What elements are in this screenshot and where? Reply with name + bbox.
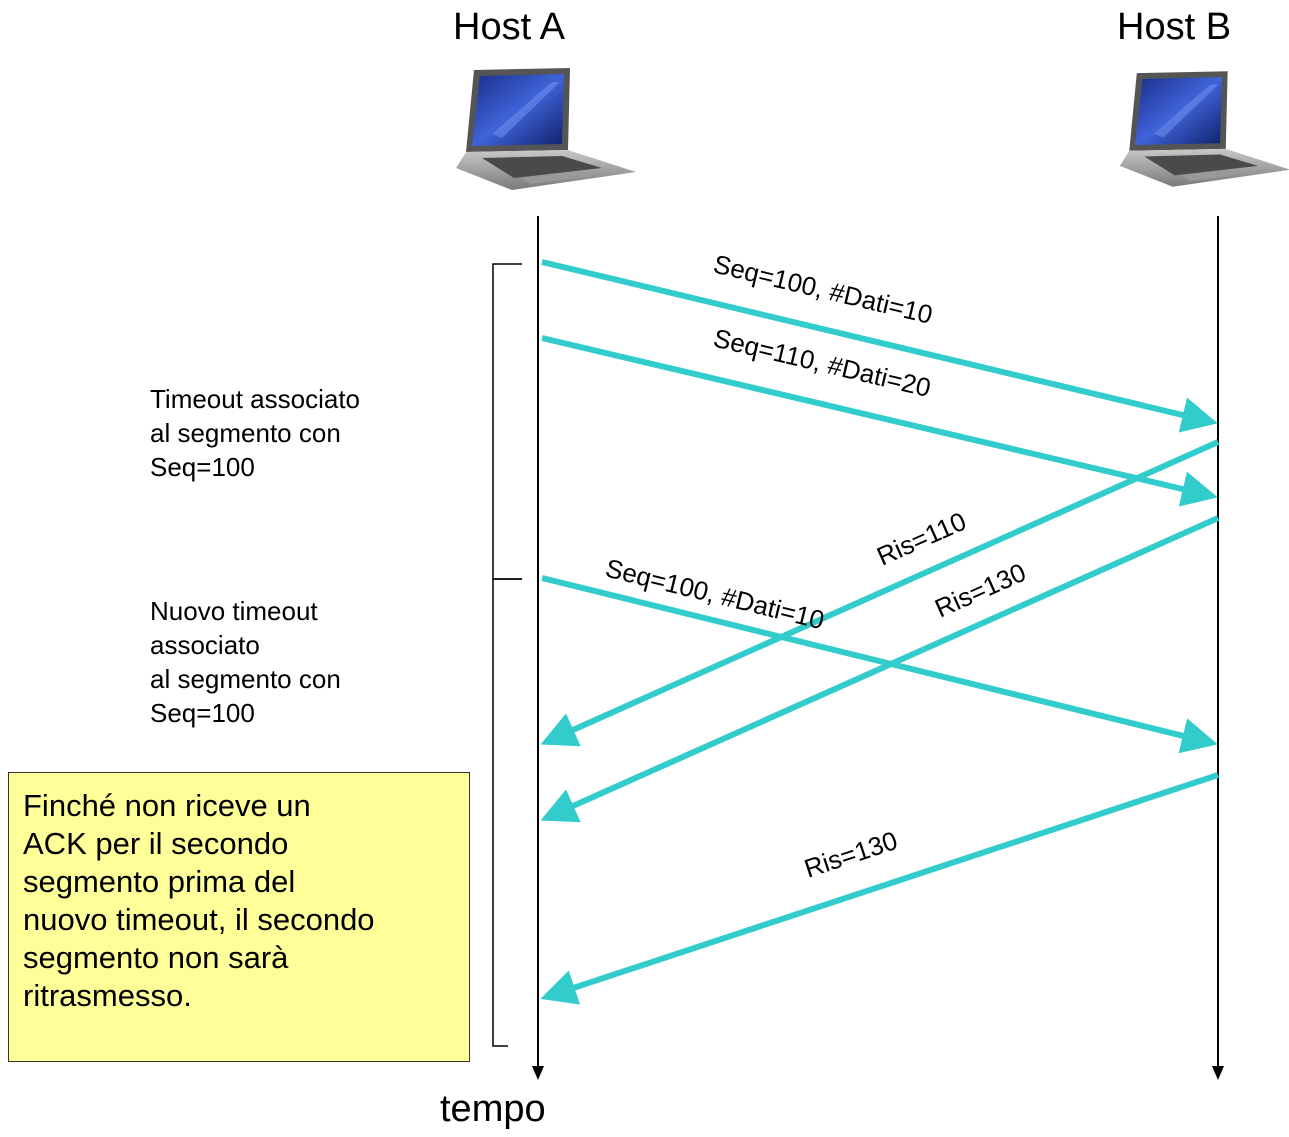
label-seq100: Seq=100, #Dati=10 [711, 249, 936, 330]
host-b-label: Host B [1117, 6, 1232, 48]
note-box: Finché non riceve un ACK per il secondo … [8, 772, 470, 1062]
timeout-2-line: Seq=100 [150, 698, 255, 728]
note-line: Finché non riceve un [23, 788, 311, 823]
arrow-seq100-retransmit-a-to-b [541, 575, 1218, 754]
timeout-2-line: al segmento con [150, 664, 341, 694]
timeout-bracket-2 [492, 578, 522, 1047]
host-a-time-arrowhead [532, 1066, 544, 1080]
time-axis-label: tempo [440, 1088, 546, 1130]
arrow-ris110-b-to-a [540, 439, 1220, 747]
timeout-2-description: Nuovo timeout associato al segmento con … [150, 594, 341, 730]
arrow-ris130-b-to-a [540, 515, 1220, 823]
label-ris130-final: Ris=130 [800, 825, 901, 884]
host-a-label: Host A [453, 6, 565, 48]
host-a-laptop-icon [456, 68, 636, 190]
note-line: segmento prima del [23, 864, 296, 899]
timeout-2-line: Nuovo timeout [150, 596, 318, 626]
timeout-bracket-1 [492, 263, 522, 580]
timeout-1-line: Timeout associato [150, 384, 361, 414]
label-seq110: Seq=110, #Dati=20 [711, 323, 934, 403]
note-line: segmento non sarà [23, 940, 289, 975]
timeout-1-line: al segmento con [150, 418, 341, 448]
note-line: ACK per il secondo [23, 826, 289, 861]
timeout-2-line: associato [150, 630, 260, 660]
arrow-seq100-a-to-b [541, 259, 1218, 433]
arrow-ris130-final-b-to-a [540, 772, 1219, 1005]
host-b-laptop-icon [1119, 71, 1289, 187]
note-line: nuovo timeout, il secondo [23, 902, 375, 937]
timeout-1-line: Seq=100 [150, 452, 255, 482]
arrow-seq110-a-to-b [541, 335, 1218, 507]
note-line: ritrasmesso. [23, 978, 192, 1013]
timeout-1-description: Timeout associato al segmento con Seq=10… [150, 382, 360, 484]
host-b-time-arrowhead [1212, 1066, 1224, 1080]
